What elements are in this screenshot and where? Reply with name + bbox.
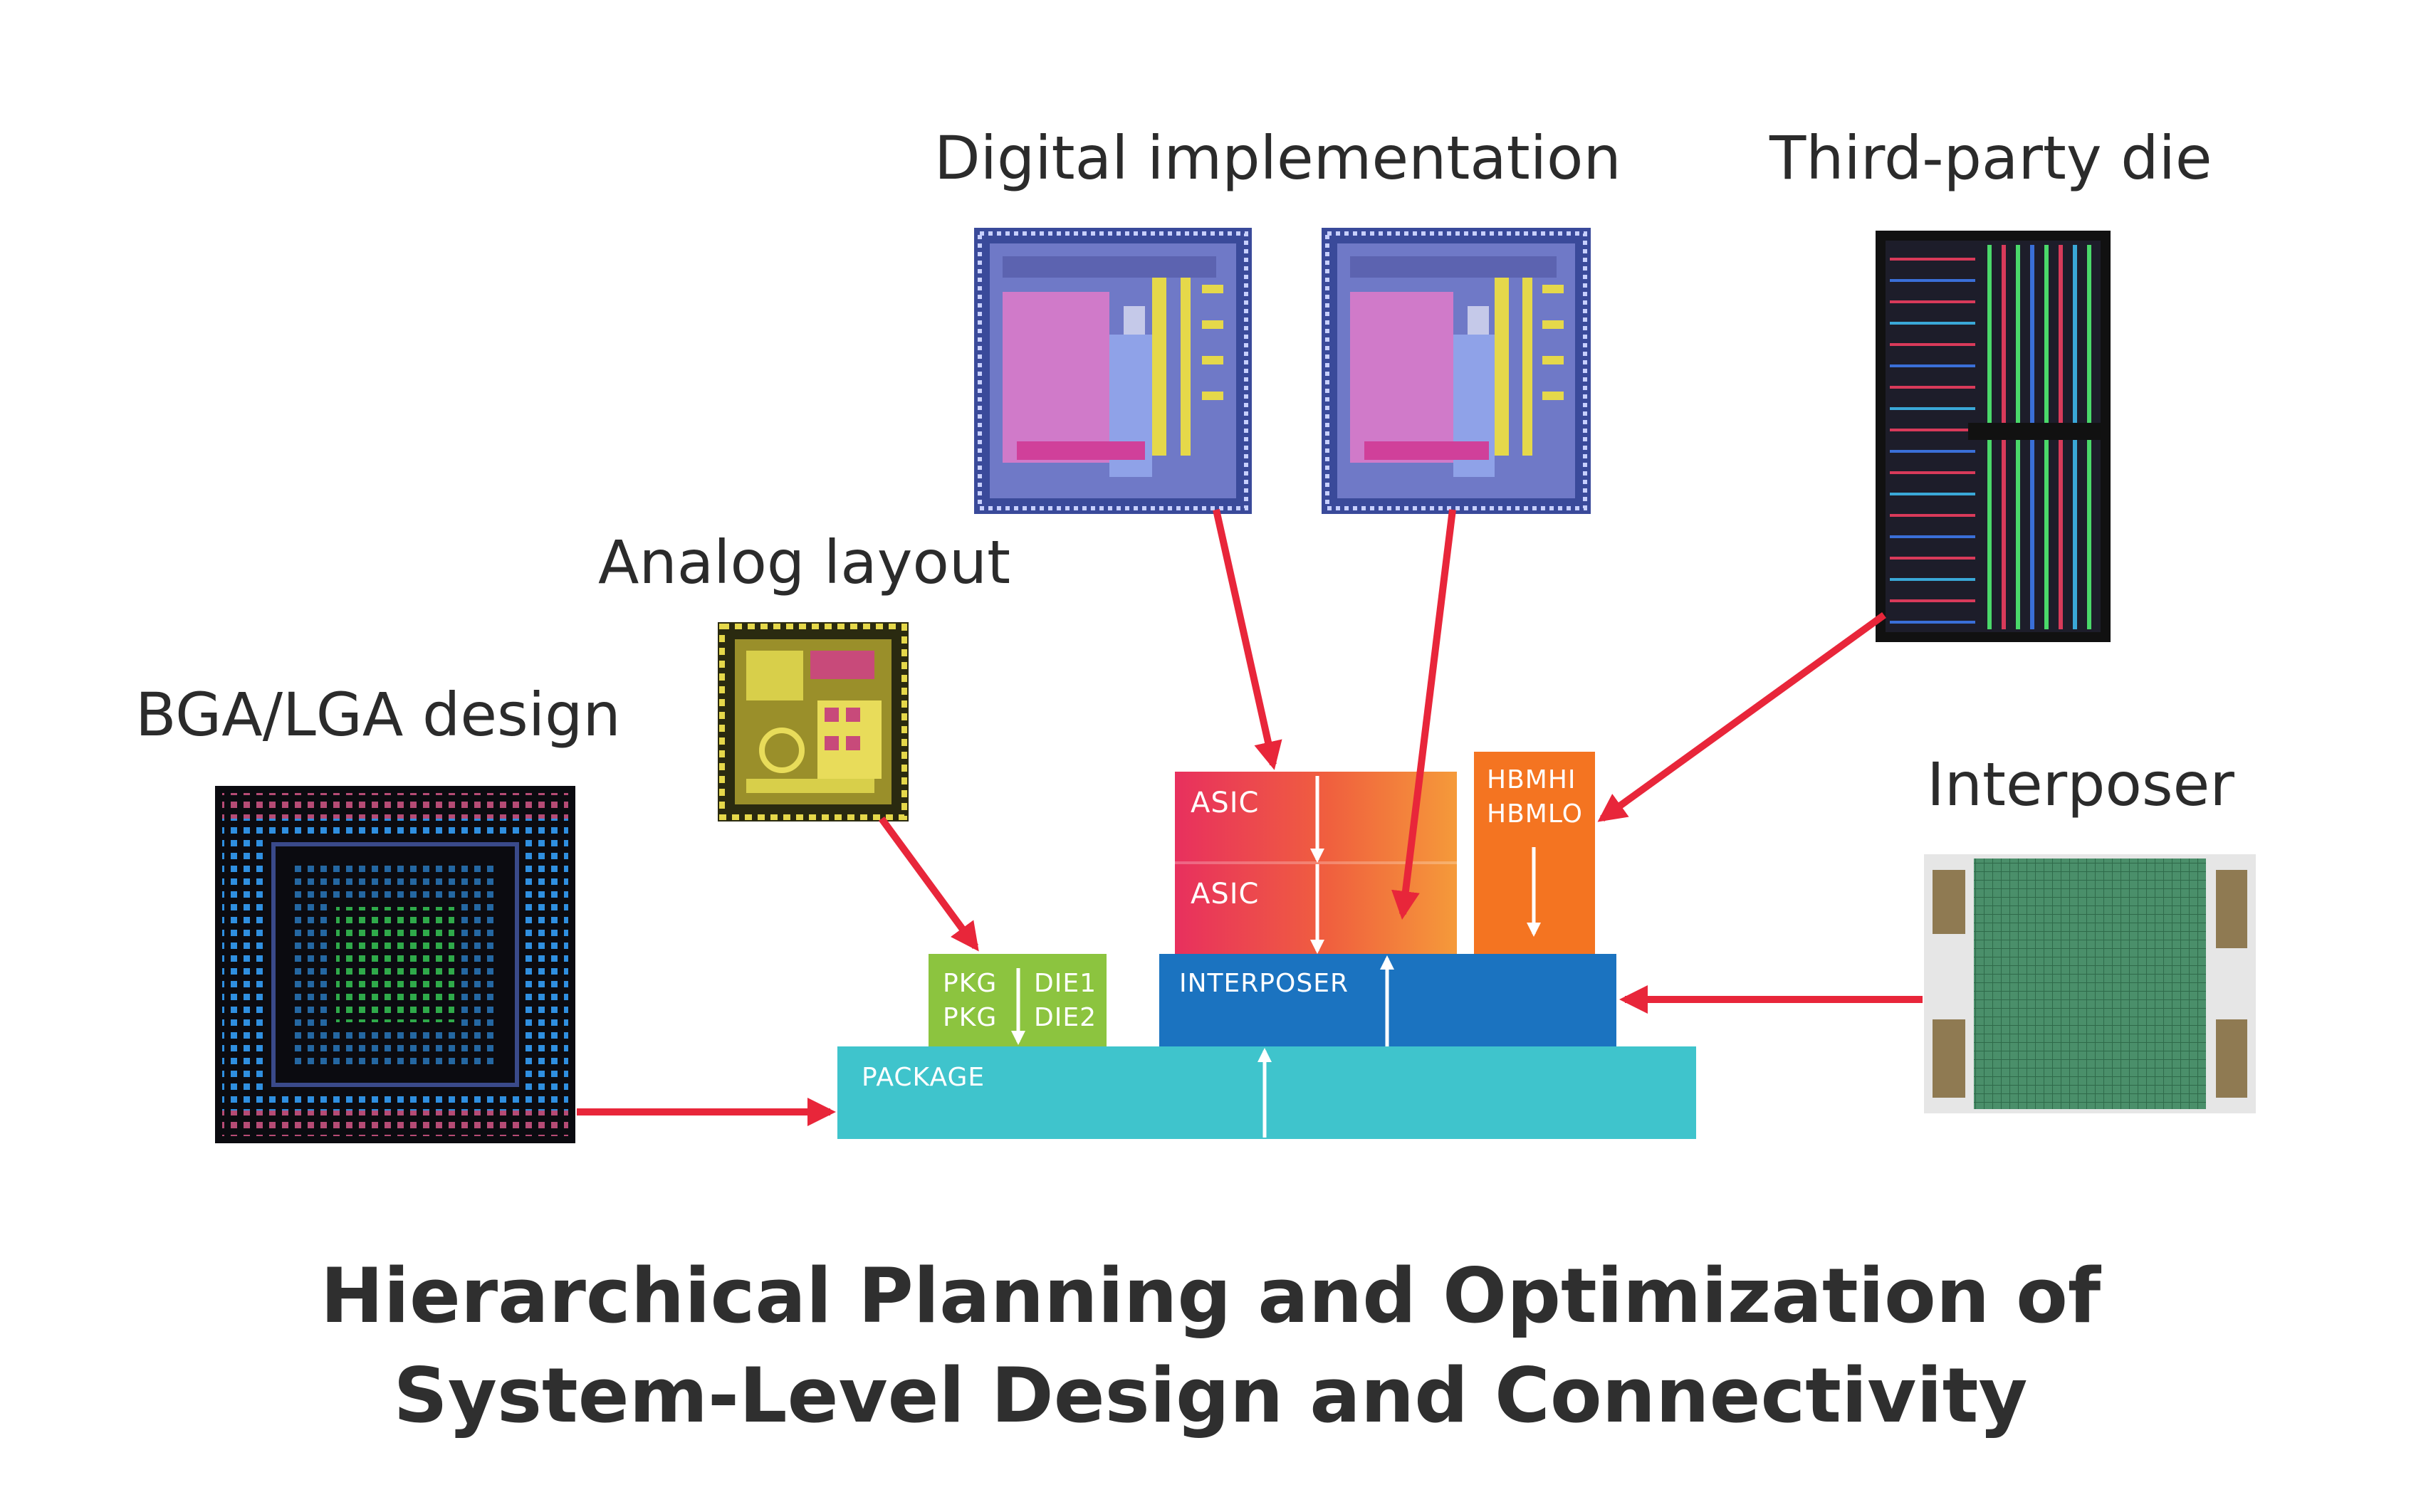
package-block-label: PACKAGE <box>862 1063 985 1092</box>
label-analog-layout: Analog layout <box>598 527 1011 597</box>
die-label-2: DIE2 <box>1034 1003 1097 1032</box>
bga-lga-image <box>215 786 575 1143</box>
hbmlo-label: HBMLO <box>1487 799 1583 829</box>
diagram-title-line-1: Hierarchical Planning and Optimization o… <box>320 1252 2101 1340</box>
asic-divider <box>1175 861 1457 864</box>
asic-top-label: ASIC <box>1191 787 1260 819</box>
digital-chip-image-1 <box>974 228 1252 514</box>
analog-layout-image <box>718 622 909 821</box>
interposer-image <box>1924 854 2256 1113</box>
digital-chip-image-2 <box>1322 228 1591 514</box>
label-interposer: Interposer <box>1927 750 2234 819</box>
diagram-title-line-2: System-Level Design and Connectivity <box>393 1352 2028 1439</box>
pkg-label-2: PKG <box>943 1003 998 1032</box>
interposer-block-label: INTERPOSER <box>1179 969 1349 998</box>
hbmhi-label: HBMHI <box>1487 765 1576 794</box>
arrow-digital2-to-asic <box>1391 509 1456 920</box>
third-party-die-image <box>1876 231 2111 642</box>
label-third-party-die: Third-party die <box>1769 123 2212 193</box>
arrow-analog-to-pkg <box>878 817 979 952</box>
label-digital-implementation: Digital implementation <box>934 123 1621 193</box>
die-label-1: DIE1 <box>1034 969 1097 998</box>
asic-bottom-label: ASIC <box>1191 878 1260 910</box>
pkg-label-1: PKG <box>943 969 998 998</box>
arrow-thirdparty-to-hbm <box>1597 611 1886 822</box>
arrow-digital1-to-asic <box>1213 508 1282 770</box>
label-bga-lga-design: BGA/LGA design <box>135 680 621 750</box>
